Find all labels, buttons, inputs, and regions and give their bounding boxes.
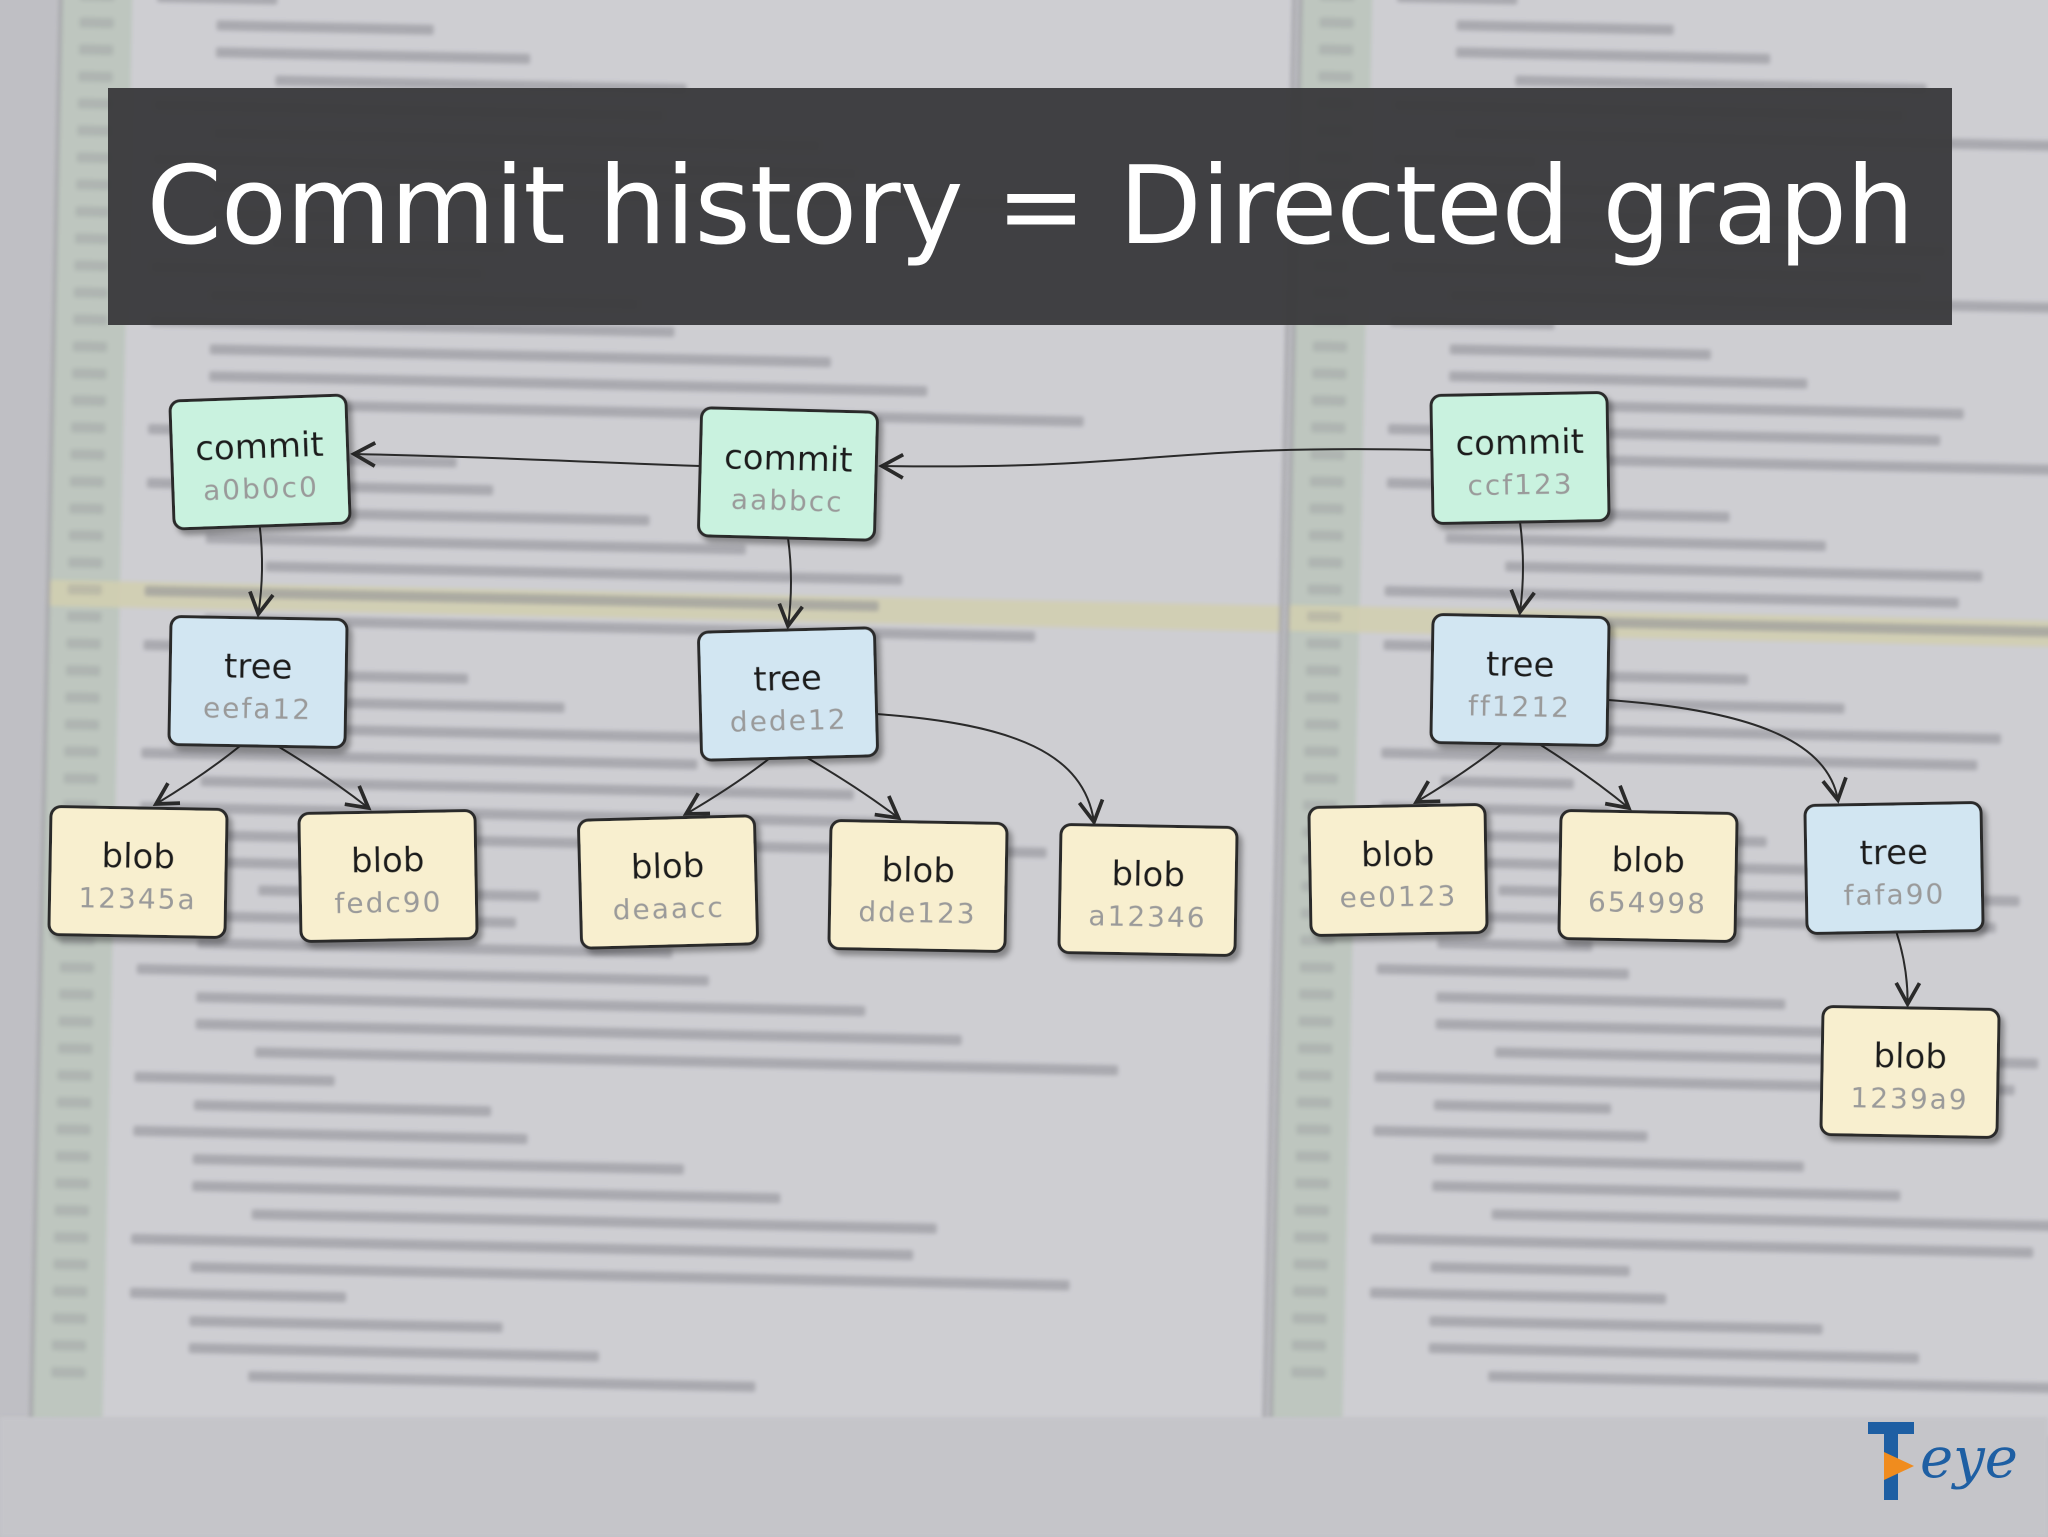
graph-edge-arrow [1412, 743, 1503, 804]
blob-node: blob dde123 [827, 819, 1009, 953]
tree-node: tree ff1212 [1429, 613, 1611, 747]
tree-node: tree fafa90 [1803, 801, 1985, 935]
node-type-label: blob [630, 846, 704, 888]
graph-edge-arrow [1538, 743, 1632, 811]
graph-edge-arrow [152, 745, 241, 806]
node-type-label: blob [1611, 840, 1685, 881]
tree-node: tree eefa12 [167, 615, 349, 749]
editor-status-bar [0, 1417, 2048, 1537]
node-hash-label: 654998 [1588, 885, 1707, 920]
tree-box [1429, 613, 1611, 747]
graph-edge-arrow [276, 745, 372, 811]
node-type-label: commit [1455, 422, 1584, 464]
node-type-label: blob [351, 840, 425, 881]
node-hash-label: dede12 [729, 702, 847, 738]
node-type-label: blob [1873, 1036, 1947, 1077]
node-hash-label: fafa90 [1843, 877, 1945, 912]
node-hash-label: deaacc [612, 891, 725, 927]
blob-box [1307, 803, 1489, 937]
graph-edge-arrow [682, 757, 771, 816]
blob-node: blob a12346 [1057, 823, 1239, 957]
node-type-label: commit [724, 437, 854, 480]
node-hash-label: ee0123 [1339, 879, 1457, 914]
node-hash-label: 12345a [78, 881, 197, 916]
node-hash-label: a0b0c0 [202, 470, 319, 507]
node-hash-label: fedc90 [334, 885, 442, 920]
graph-edge-arrow [248, 525, 275, 618]
blob-box [1557, 809, 1739, 943]
node-hash-label: aabbcc [731, 483, 844, 519]
node-type-label: tree [1486, 644, 1555, 685]
node-type-label: blob [1111, 854, 1185, 895]
blob-node: blob ee0123 [1307, 803, 1489, 937]
node-type-label: tree [1859, 832, 1928, 873]
blob-node: blob 12345a [47, 805, 229, 939]
blob-box [47, 805, 229, 939]
blob-box [827, 819, 1009, 953]
logo-t-mark-icon [1868, 1422, 1914, 1500]
graph-edge-arrow [1894, 931, 1922, 1008]
title-banner: Commit history = Directed graph [108, 88, 1952, 325]
node-type-label: blob [101, 836, 175, 877]
node-type-label: tree [753, 658, 822, 700]
edges-layer [152, 441, 1922, 1008]
blob-box [297, 809, 479, 943]
graph-edge-arrow [1509, 521, 1536, 616]
node-hash-label: 1239a9 [1850, 1081, 1969, 1116]
blob-box [1057, 823, 1239, 957]
node-hash-label: dde123 [858, 895, 977, 930]
slide-title: Commit history = Directed graph [146, 144, 1914, 269]
commit-box [168, 393, 352, 531]
blob-box [577, 814, 759, 950]
graph-edge-arrow [806, 757, 902, 821]
commit-box [697, 406, 879, 542]
logo-wordmark: eye [1920, 1426, 2018, 1491]
blob-node: blob 654998 [1557, 809, 1739, 943]
commit-box [1429, 391, 1611, 525]
graph-edge-arrow [878, 448, 1433, 480]
node-type-label: tree [224, 646, 293, 687]
blob-node: blob 1239a9 [1819, 1005, 2001, 1139]
company-logo: eye [1862, 1418, 2032, 1508]
node-type-label: blob [881, 850, 955, 891]
nodes-layer: commita0b0c0commitaabbcccommitccf123tree… [47, 391, 2001, 1139]
node-type-label: commit [195, 425, 325, 469]
node-hash-label: ff1212 [1468, 689, 1572, 724]
node-hash-label: a12346 [1088, 899, 1207, 934]
node-type-label: blob [1361, 834, 1435, 875]
graph-edge-arrow [777, 537, 804, 630]
tree-box [697, 626, 879, 762]
blob-box [1819, 1005, 2001, 1139]
node-hash-label: eefa12 [203, 691, 313, 726]
graph-edge-arrow [875, 713, 1105, 826]
blob-node: blob fedc90 [297, 809, 479, 943]
graph-edge-arrow [350, 441, 701, 468]
tree-box [1803, 801, 1985, 935]
tree-box [167, 615, 349, 749]
node-hash-label: ccf123 [1467, 467, 1574, 502]
graph-edge-arrow [1607, 699, 1848, 804]
